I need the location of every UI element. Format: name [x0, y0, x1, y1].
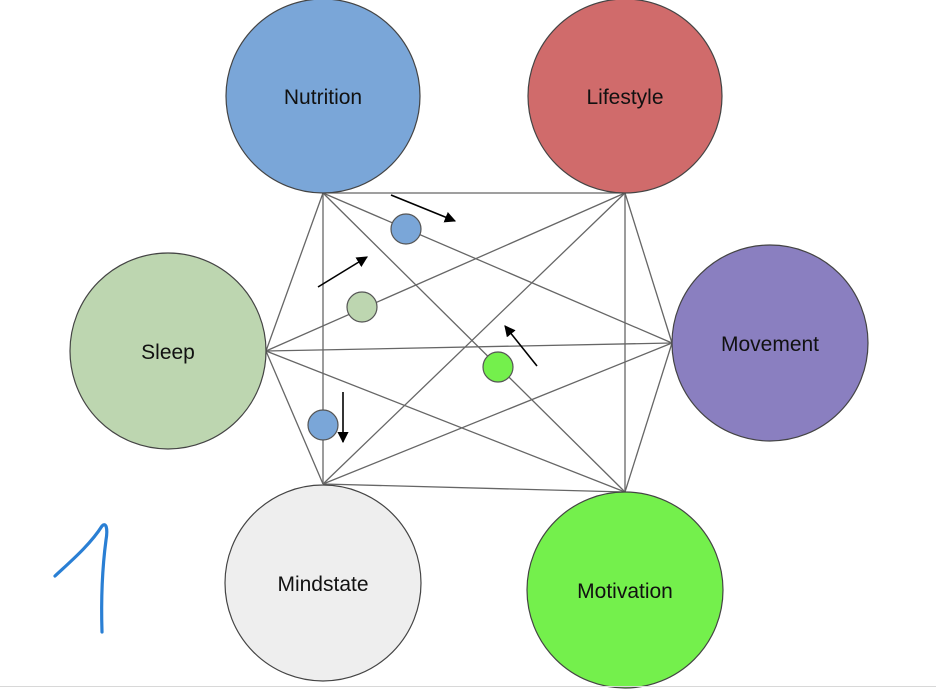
edge-nutrition-motivation	[322, 192, 626, 493]
edge-sleep-mindstate	[265, 350, 324, 485]
sleep-circle	[69, 252, 267, 450]
edge-lifestyle-sleep	[265, 192, 626, 352]
flow-dot-blue-left	[307, 409, 339, 441]
edge-sleep-motivation	[265, 350, 626, 493]
edge-lifestyle-mindstate	[322, 192, 626, 485]
lifestyle-label: Lifestyle	[586, 86, 663, 109]
edge-movement-mindstate	[322, 342, 673, 485]
arrow-right-down-icon	[390, 194, 457, 223]
flow-dot-blue-top	[390, 213, 422, 245]
sleep-label: Sleep	[141, 341, 195, 364]
bottom-divider	[0, 686, 936, 687]
node-nutrition: Nutrition	[225, 0, 421, 194]
motivation-label: Motivation	[577, 580, 673, 603]
mindstate-circle	[224, 484, 422, 682]
lifestyle-circle	[527, 0, 723, 194]
node-mindstate: Mindstate	[224, 484, 422, 682]
movement-circle	[671, 244, 869, 442]
node-lifestyle: Lifestyle	[527, 0, 723, 194]
node-sleep: Sleep	[69, 252, 267, 450]
nutrition-label: Nutrition	[284, 86, 362, 109]
connection-lines	[265, 192, 673, 493]
edge-sleep-movement	[265, 342, 673, 352]
handwritten-one-mark-icon	[53, 523, 109, 634]
flow-dot-green	[482, 351, 514, 383]
arrow-up-right-icon	[317, 256, 368, 288]
edge-movement-motivation	[624, 342, 673, 493]
movement-label: Movement	[721, 333, 819, 356]
flow-dot-sage	[346, 291, 378, 323]
edge-nutrition-sleep	[265, 192, 324, 352]
arrow-up-left-icon	[504, 325, 538, 367]
nutrition-circle	[225, 0, 421, 194]
node-movement: Movement	[671, 244, 869, 442]
edge-nutrition-movement	[322, 192, 673, 344]
node-motivation: Motivation	[526, 491, 724, 689]
mindstate-label: Mindstate	[277, 573, 368, 596]
edge-mindstate-motivation	[322, 483, 626, 493]
motivation-circle	[526, 491, 724, 689]
edge-lifestyle-movement	[624, 192, 673, 344]
